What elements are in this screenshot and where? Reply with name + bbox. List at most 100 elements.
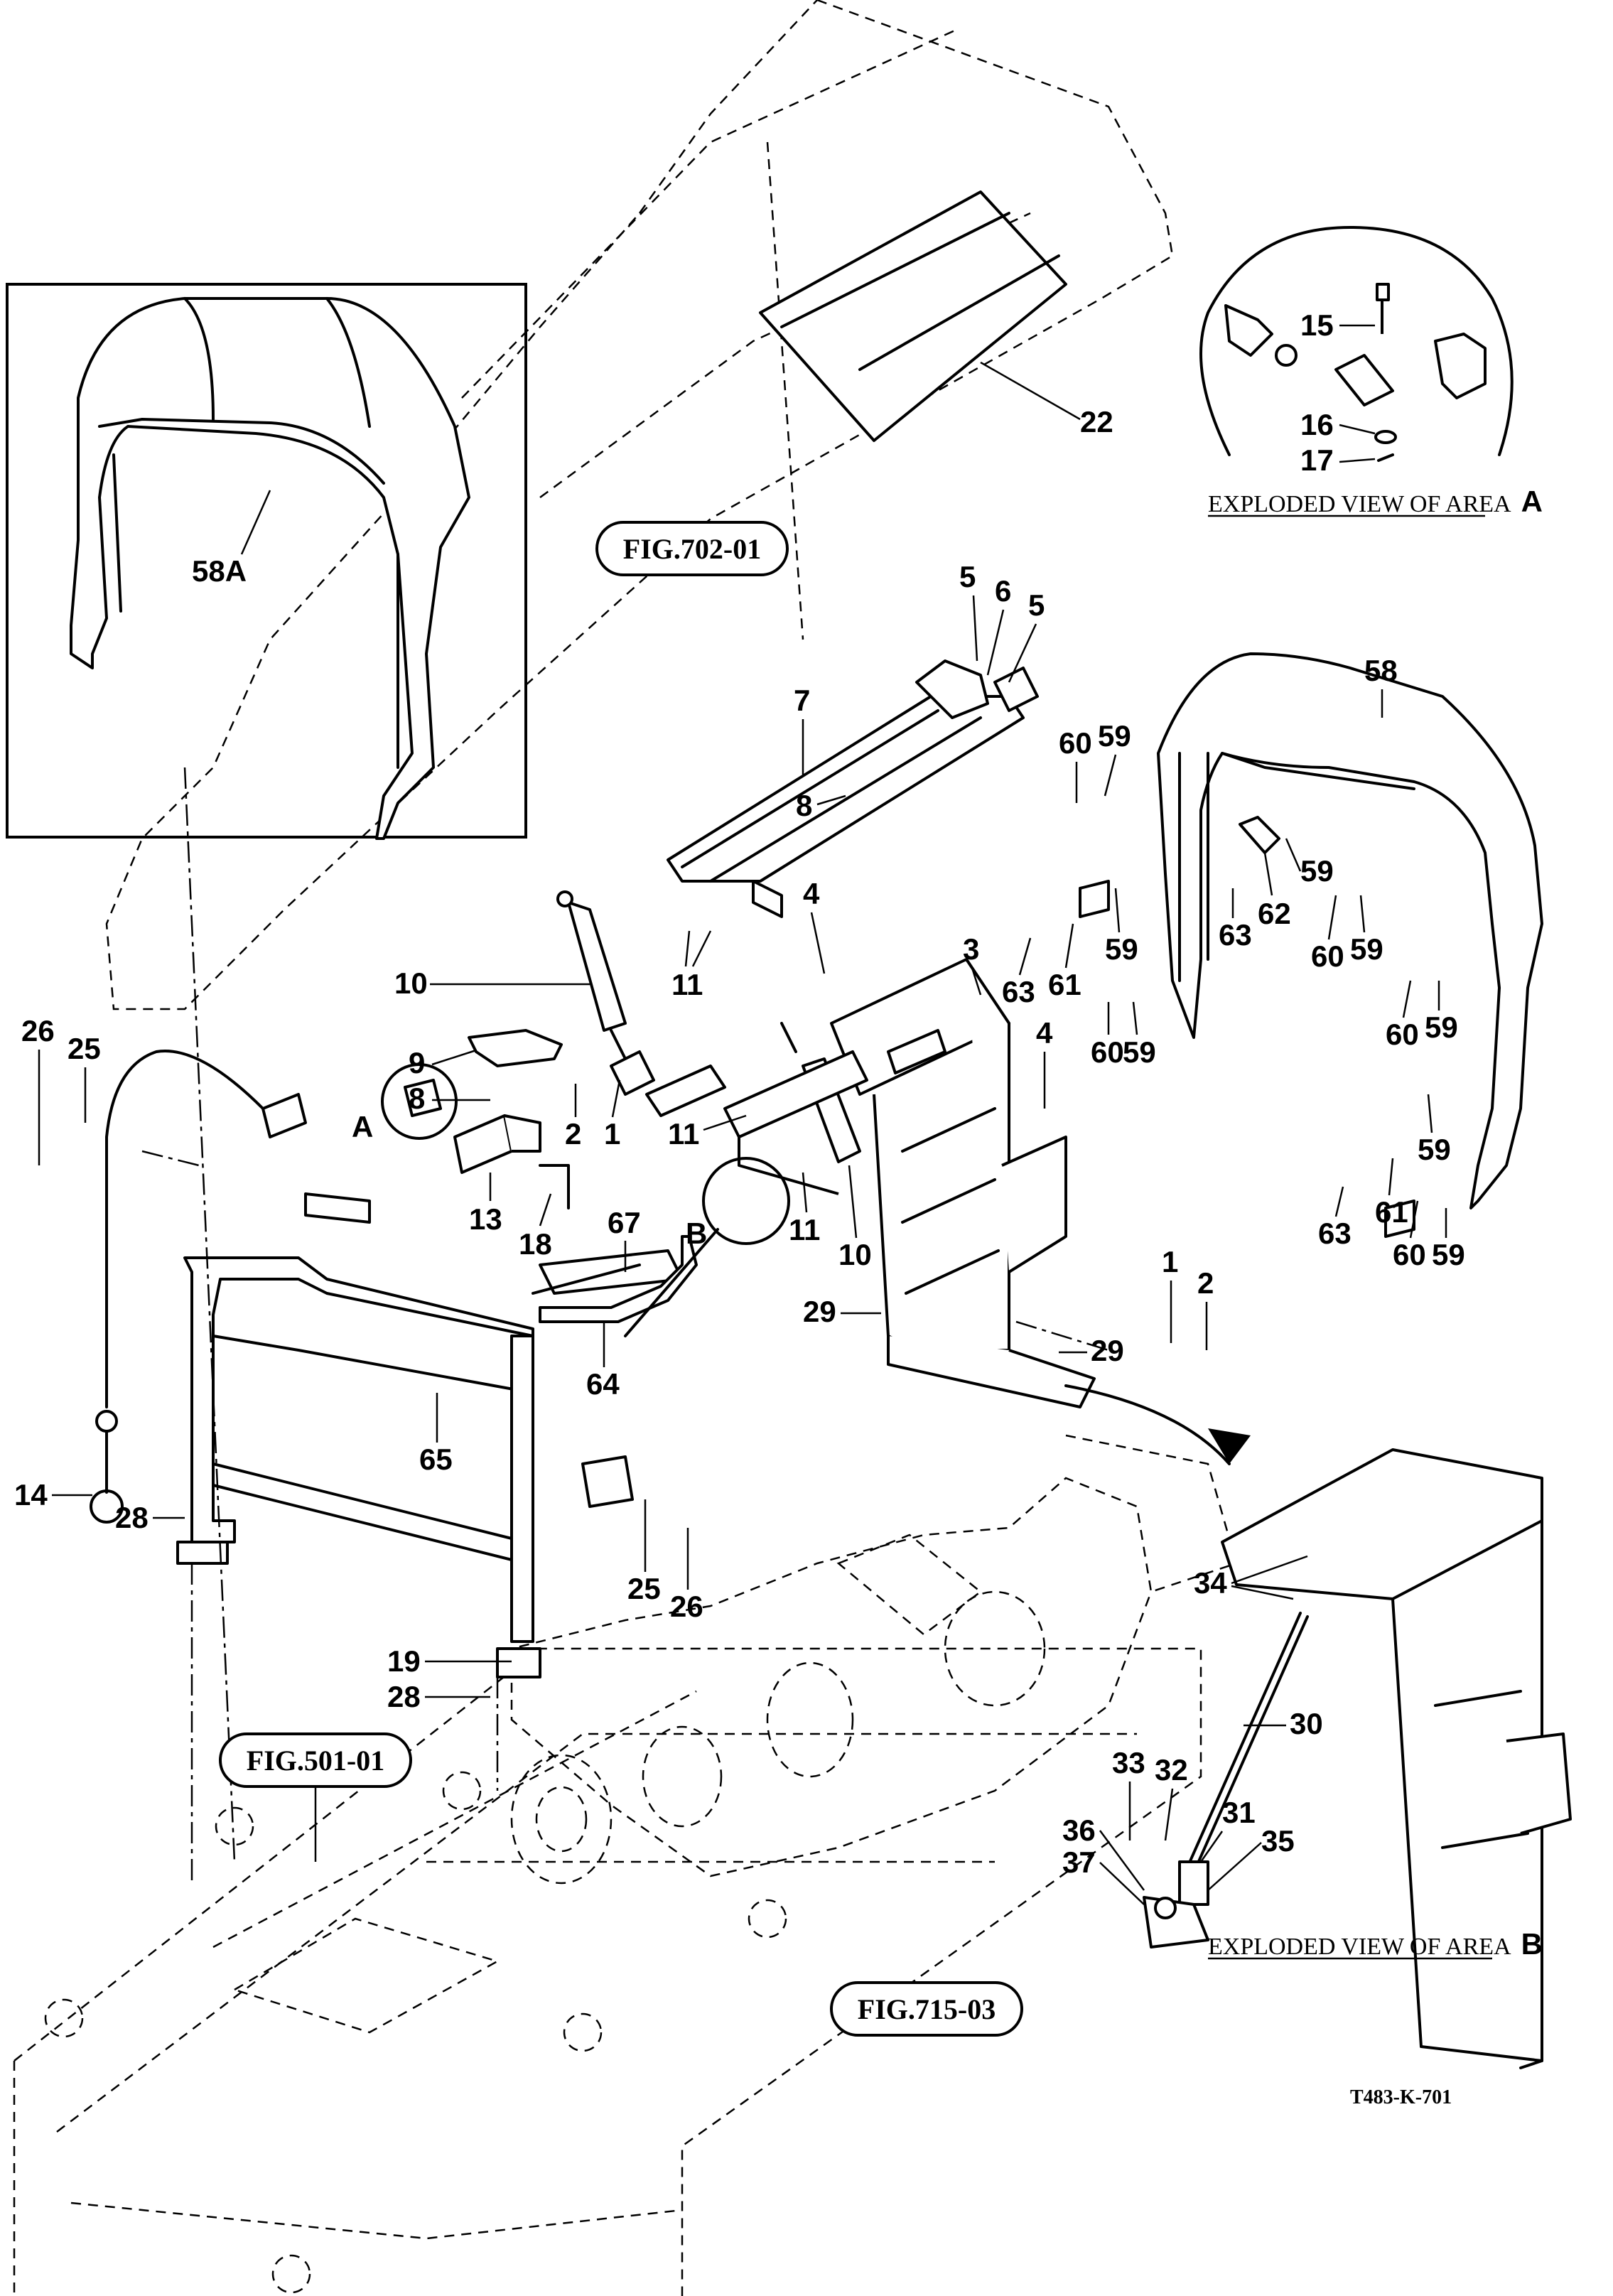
seat-cover-phantom — [105, 0, 1174, 1010]
seat-bracket-3-exploded — [1221, 1448, 1572, 2069]
callout-fig-501: FIG.501-01 — [219, 1732, 412, 1862]
center-lines — [141, 767, 1109, 1883]
part-label-58: 58 — [1364, 654, 1398, 687]
part-label-7: 7 — [794, 684, 810, 717]
rod-30 — [1178, 1612, 1309, 1906]
part-label-10-left: 10 — [394, 966, 428, 1000]
part-label-28-left: 28 — [115, 1501, 149, 1534]
area-b-marker — [624, 1157, 790, 1337]
part-label-59-c: 59 — [1350, 932, 1383, 966]
part-label-61-a: 61 — [1048, 968, 1081, 1001]
part-label-5-right: 5 — [1028, 588, 1045, 622]
part-label-64: 64 — [586, 1367, 620, 1401]
hook-1a — [610, 1050, 726, 1117]
part-label-60-c: 60 — [1091, 1035, 1124, 1069]
part-label-30: 30 — [1290, 1707, 1323, 1740]
part-label-59-e: 59 — [1123, 1035, 1156, 1069]
exploded-b-letter: B — [1521, 1927, 1543, 1961]
part-label-58a: 58A — [192, 554, 247, 588]
part-label-29-left: 29 — [803, 1295, 836, 1328]
part-label-10-right: 10 — [838, 1238, 872, 1271]
part-label-59-b: 59 — [1300, 854, 1334, 888]
part-label-62: 62 — [1258, 897, 1291, 930]
part-label-26-top: 26 — [21, 1014, 55, 1047]
part-label-8-top: 8 — [796, 789, 812, 822]
area-a-letter: A — [352, 1110, 373, 1143]
part-label-59-f: 59 — [1425, 1010, 1458, 1044]
area-b-letter: B — [686, 1217, 707, 1250]
part-label-34: 34 — [1194, 1566, 1227, 1600]
part-label-33: 33 — [1112, 1746, 1145, 1779]
callout-fig-715: FIG.715-03 — [830, 1981, 1023, 2037]
engine-phantom — [510, 1434, 1238, 1885]
frame-phantom — [13, 1647, 1202, 2296]
cable-14 — [90, 1050, 307, 1524]
part-label-14: 14 — [14, 1478, 48, 1511]
drawing-code: T483-K-701 — [1350, 2086, 1452, 2108]
bracket-13 — [453, 1114, 541, 1174]
part-label-17: 17 — [1300, 443, 1334, 477]
part-label-60-d: 60 — [1386, 1018, 1419, 1051]
fender-58a — [70, 297, 470, 840]
part-label-61-b: 61 — [1375, 1195, 1408, 1229]
part-label-2-right: 2 — [1197, 1266, 1214, 1300]
part-label-60-a: 60 — [1059, 726, 1092, 760]
part-label-26-bottom: 26 — [670, 1590, 703, 1623]
arrow-to-b — [1064, 1384, 1251, 1465]
part-label-4-right: 4 — [1036, 1016, 1053, 1050]
part-label-16: 16 — [1300, 408, 1334, 441]
callout-fig-702: FIG.702-01 — [595, 521, 789, 576]
callout-fig-501-text: FIG.501-01 — [247, 1745, 384, 1777]
inset-58a-frame — [6, 283, 527, 839]
part-label-11-mid: 11 — [668, 1117, 699, 1150]
part-label-32: 32 — [1155, 1753, 1188, 1786]
part-label-29-right: 29 — [1091, 1334, 1124, 1367]
bracket-35 — [1143, 1896, 1209, 1949]
exploded-a-caption-text: EXPLODED VIEW OF AREA — [1208, 491, 1511, 517]
part-label-59-g: 59 — [1418, 1133, 1451, 1166]
part-label-9: 9 — [409, 1046, 425, 1079]
part-label-60-b: 60 — [1311, 939, 1344, 973]
part-label-8: 8 — [409, 1082, 425, 1115]
part-label-11-top: 11 — [671, 968, 703, 1001]
part-label-3: 3 — [963, 932, 979, 966]
part-label-13: 13 — [469, 1202, 502, 1236]
fender-58 — [1079, 652, 1543, 1238]
callout-fig-715-text: FIG.715-03 — [858, 1993, 996, 2025]
part-label-59-d: 59 — [1105, 932, 1138, 966]
part-label-4-top: 4 — [803, 877, 820, 910]
part-label-65: 65 — [419, 1443, 453, 1476]
exploded-view-a-caption: EXPLODED VIEW OF AREA A — [1208, 485, 1543, 518]
callout-fig-702-text: FIG.702-01 — [623, 533, 761, 565]
part-label-63-c: 63 — [1318, 1217, 1352, 1250]
part-label-25-top: 25 — [68, 1032, 101, 1065]
part-label-22: 22 — [1080, 405, 1113, 438]
seat-bracket-3 — [723, 958, 1096, 1408]
part-label-63-a: 63 — [1219, 918, 1252, 952]
part-label-60-e: 60 — [1393, 1238, 1426, 1271]
area-a-marker — [381, 1063, 458, 1140]
bolt-18 — [539, 1164, 570, 1209]
part-label-18: 18 — [519, 1227, 552, 1261]
part-label-63-b: 63 — [1002, 975, 1035, 1008]
part-label-67: 67 — [608, 1206, 641, 1239]
bracket-7 — [667, 659, 1039, 918]
part-label-59-a: 59 — [1098, 719, 1131, 753]
part-label-59-h: 59 — [1432, 1238, 1465, 1271]
part-label-25-bottom: 25 — [627, 1572, 661, 1605]
gas-strut-10-left — [556, 890, 634, 1074]
part-label-31: 31 — [1222, 1796, 1256, 1829]
part-label-2-left: 2 — [565, 1117, 581, 1150]
part-label-37: 37 — [1062, 1845, 1096, 1879]
part-number-labels: 15 16 17 22 58A 5 6 5 7 8 58 60 59 59 62… — [14, 308, 1465, 1905]
support-frame-19 — [176, 1192, 684, 1678]
seat-cover-strip-22 — [759, 190, 1067, 442]
part-label-1-right: 1 — [1162, 1245, 1178, 1278]
part-label-6: 6 — [995, 574, 1011, 608]
part-label-35: 35 — [1261, 1824, 1295, 1858]
part-label-5-left: 5 — [959, 560, 976, 593]
exploded-a-letter: A — [1521, 485, 1543, 518]
